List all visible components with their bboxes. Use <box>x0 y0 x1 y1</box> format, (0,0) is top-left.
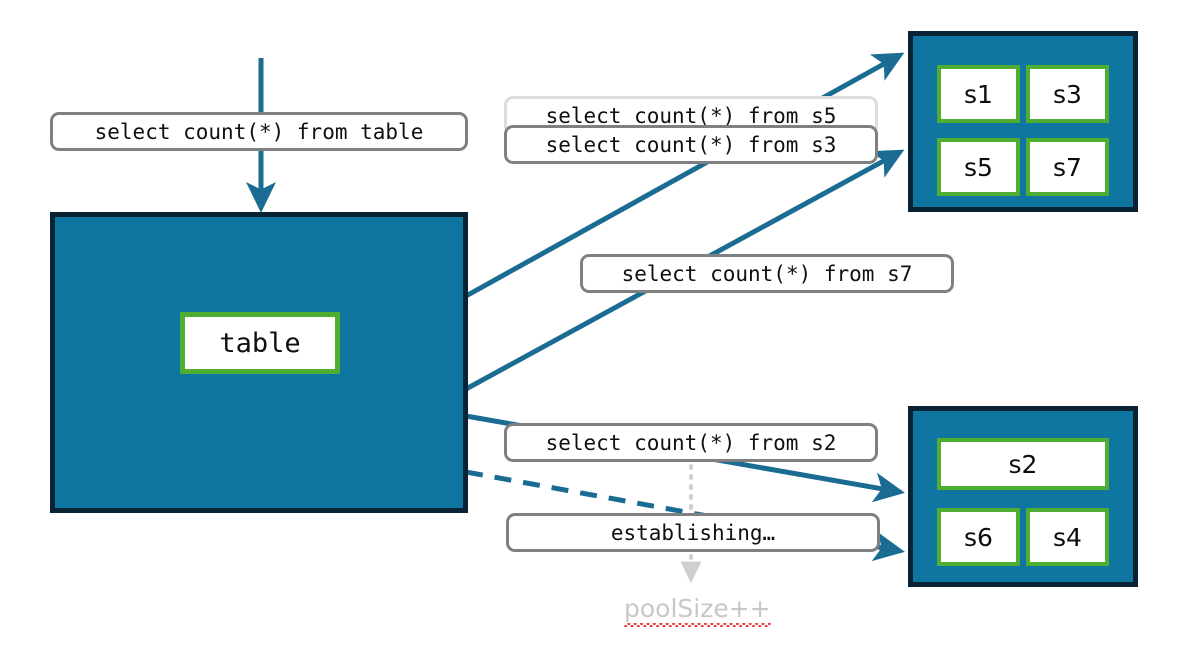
query-label-s3[interactable]: select count(*) from s3 <box>504 125 878 164</box>
query-label-table[interactable]: select count(*) from table <box>50 112 468 151</box>
server-node-s5[interactable]: s5 <box>937 138 1020 196</box>
server-node-s4[interactable]: s4 <box>1026 508 1109 566</box>
query-label-s2[interactable]: select count(*) from s2 <box>504 423 878 462</box>
annotation-poolsize-text: poolSize++ <box>624 594 771 627</box>
annotation-poolsize: poolSize++ <box>624 594 771 627</box>
query-label-s7[interactable]: select count(*) from s7 <box>580 254 954 293</box>
server-node-s2[interactable]: s2 <box>937 438 1109 490</box>
server-node-s6[interactable]: s6 <box>937 508 1020 566</box>
server-node-s1[interactable]: s1 <box>937 65 1020 123</box>
status-label-establishing[interactable]: establishing… <box>506 513 880 552</box>
server-node-s7[interactable]: s7 <box>1026 138 1109 196</box>
server-node-s3[interactable]: s3 <box>1026 65 1109 123</box>
table-node[interactable]: table <box>180 312 340 374</box>
